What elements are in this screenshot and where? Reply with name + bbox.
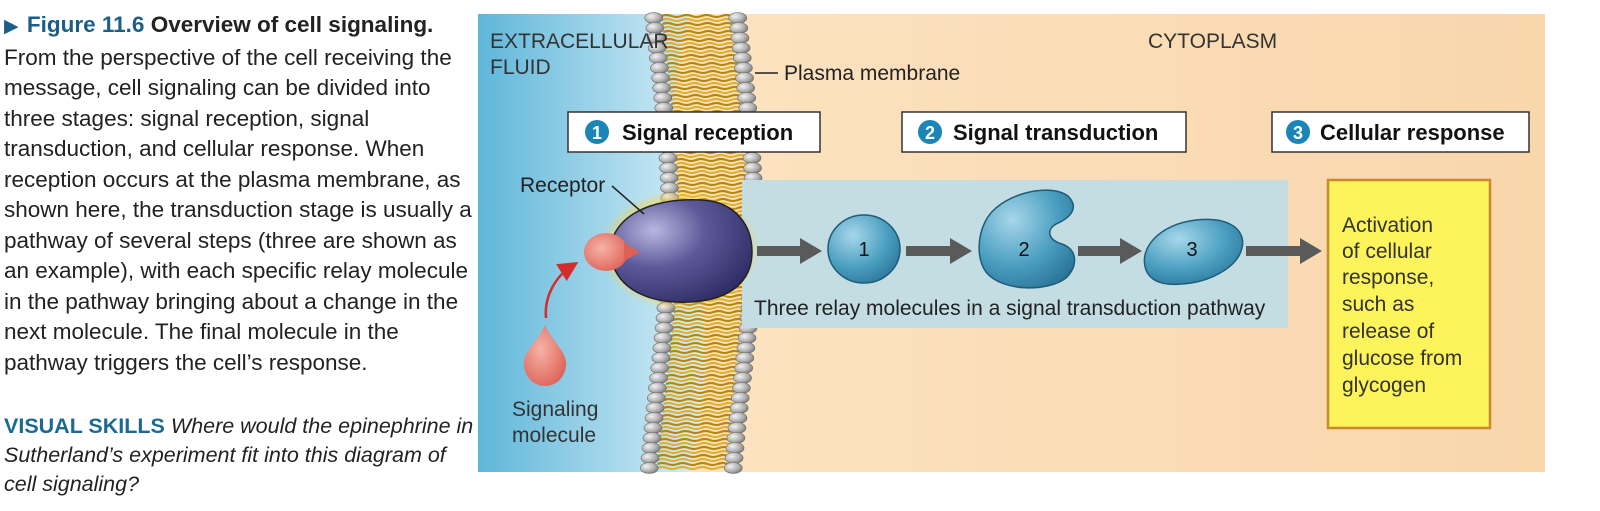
figure-body: From the perspective of the cell receivi… xyxy=(4,44,472,375)
extracellular-label-line2: FLUID xyxy=(490,56,551,79)
relay-molecule-1 xyxy=(827,214,901,284)
binding-arrow xyxy=(544,262,579,319)
pathway-caption: Three relay molecules in a signal transd… xyxy=(754,297,1266,320)
pathway-arrow xyxy=(1246,238,1322,264)
relay-molecule-3 xyxy=(1143,218,1244,286)
relay-number-2: 2 xyxy=(1018,239,1029,261)
stage-label: Signal transduction xyxy=(953,120,1158,145)
pathway-arrow xyxy=(1078,238,1142,264)
bound-molecule-tip xyxy=(624,243,640,261)
response-line-6: glucose from xyxy=(1342,347,1462,370)
stage-number-circle xyxy=(585,120,609,144)
visual-skills-question: Where would the epinephrine in Sutherlan… xyxy=(4,414,474,496)
extracellular-label-line1: EXTRACELLULAR xyxy=(490,30,669,53)
signaling-molecule xyxy=(523,325,567,386)
response-line-4: such as xyxy=(1342,293,1414,316)
figure-caption: ▶ Figure 11.6 Overview of cell signaling… xyxy=(4,10,482,378)
figure-title: Overview of cell signaling. xyxy=(150,12,434,37)
cellular-response-box xyxy=(1326,178,1492,430)
signaling-label-line1: Signaling xyxy=(512,398,598,421)
stage-number: 2 xyxy=(925,123,935,143)
response-line-3: response, xyxy=(1342,266,1434,289)
visual-skills: VISUAL SKILLS Where would the epinephrin… xyxy=(4,412,482,499)
stage-box-transduction: 2 Signal transduction xyxy=(901,111,1187,153)
cytoplasm-label: CYTOPLASM xyxy=(1148,30,1277,53)
relay-number-1: 1 xyxy=(858,239,869,261)
response-line-2: of cellular xyxy=(1342,240,1432,263)
receptor-label: Receptor xyxy=(520,174,605,197)
figure-label: Figure 11.6 xyxy=(26,12,145,37)
stage-number-circle xyxy=(918,120,942,144)
relay-number-3: 3 xyxy=(1186,239,1197,261)
stage-number: 3 xyxy=(1293,123,1303,143)
pathway-arrow xyxy=(757,238,822,264)
plasma-membrane-label: Plasma membrane xyxy=(784,62,960,85)
pathway-arrow xyxy=(906,238,972,264)
bound-signaling-molecule xyxy=(584,233,628,271)
response-line-7: glycogen xyxy=(1342,374,1426,397)
figure-arrow-icon: ▶ xyxy=(4,16,19,37)
cellular-response-text: Activation of cellular response, such as… xyxy=(1342,214,1462,397)
relay-molecule-2 xyxy=(978,189,1076,289)
stage-label: Signal reception xyxy=(622,120,793,145)
response-line-5: release of xyxy=(1342,320,1434,343)
receptor-protein xyxy=(611,199,753,303)
visual-skills-label: VISUAL SKILLS xyxy=(4,414,165,438)
signaling-label-line2: molecule xyxy=(512,424,596,447)
stage-box-response: 3 Cellular response xyxy=(1271,111,1530,153)
receptor-leader-line xyxy=(611,185,645,215)
stage-label: Cellular response xyxy=(1320,120,1505,145)
response-line-1: Activation xyxy=(1342,214,1433,237)
stage-number-circle xyxy=(1286,120,1310,144)
stage-number: 1 xyxy=(592,123,602,143)
pathway-arrows xyxy=(757,238,1322,264)
stage-box-reception: 1 Signal reception xyxy=(567,111,821,153)
